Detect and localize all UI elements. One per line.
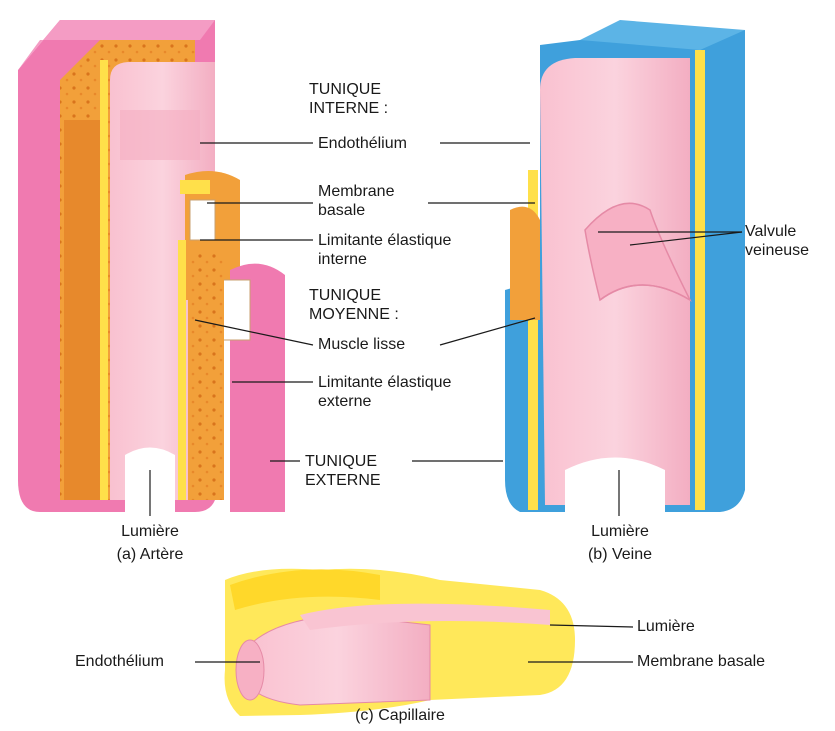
artery-illustration	[18, 20, 285, 512]
label-membrane-basale: Membrane basale	[318, 182, 394, 220]
vein-lumen-label: Lumière	[570, 522, 670, 541]
capillary-caption: (c) Capillaire	[330, 706, 470, 725]
label-limitante-interne: Limitante élastique interne	[318, 231, 451, 269]
label-tunique-externe: TUNIQUE EXTERNE	[305, 452, 381, 490]
label-endothelium: Endothélium	[318, 134, 407, 153]
label-valvule-veineuse: Valvule veineuse	[745, 222, 809, 260]
label-muscle-lisse: Muscle lisse	[318, 335, 405, 354]
capillary-illustration	[225, 569, 575, 716]
artery-lumen-label: Lumière	[100, 522, 200, 541]
label-limitante-externe: Limitante élastique externe	[318, 373, 451, 411]
vein-caption: (b) Veine	[570, 545, 670, 564]
label-tunique-moyenne: TUNIQUE MOYENNE :	[309, 286, 399, 324]
vein-lumen-opening	[565, 458, 665, 513]
capillary-lumen-label: Lumière	[637, 617, 695, 636]
vein-illustration	[505, 20, 745, 512]
label-tunique-interne: TUNIQUE INTERNE :	[309, 80, 388, 118]
capillary-membrane-label: Membrane basale	[637, 652, 765, 671]
artery-caption: (a) Artère	[100, 545, 200, 564]
capillary-endothelium-label: Endothélium	[75, 652, 164, 671]
